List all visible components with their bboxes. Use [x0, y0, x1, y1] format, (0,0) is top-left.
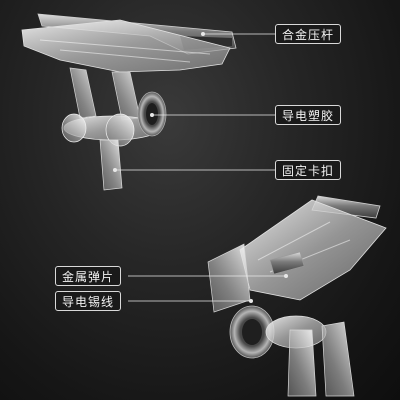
- label-conductive-tin-wire: 导电锡线: [55, 291, 122, 311]
- callout-lines: [113, 32, 288, 303]
- label-alloy-lever: 合金压杆: [275, 24, 342, 44]
- label-conductive-rubber: 导电塑胶: [275, 105, 342, 125]
- upper-trigger: [21, 13, 237, 191]
- label-fixing-clip: 固定卡扣: [275, 160, 342, 180]
- label-metal-spring: 金属弹片: [55, 266, 122, 286]
- lower-trigger: [207, 195, 387, 397]
